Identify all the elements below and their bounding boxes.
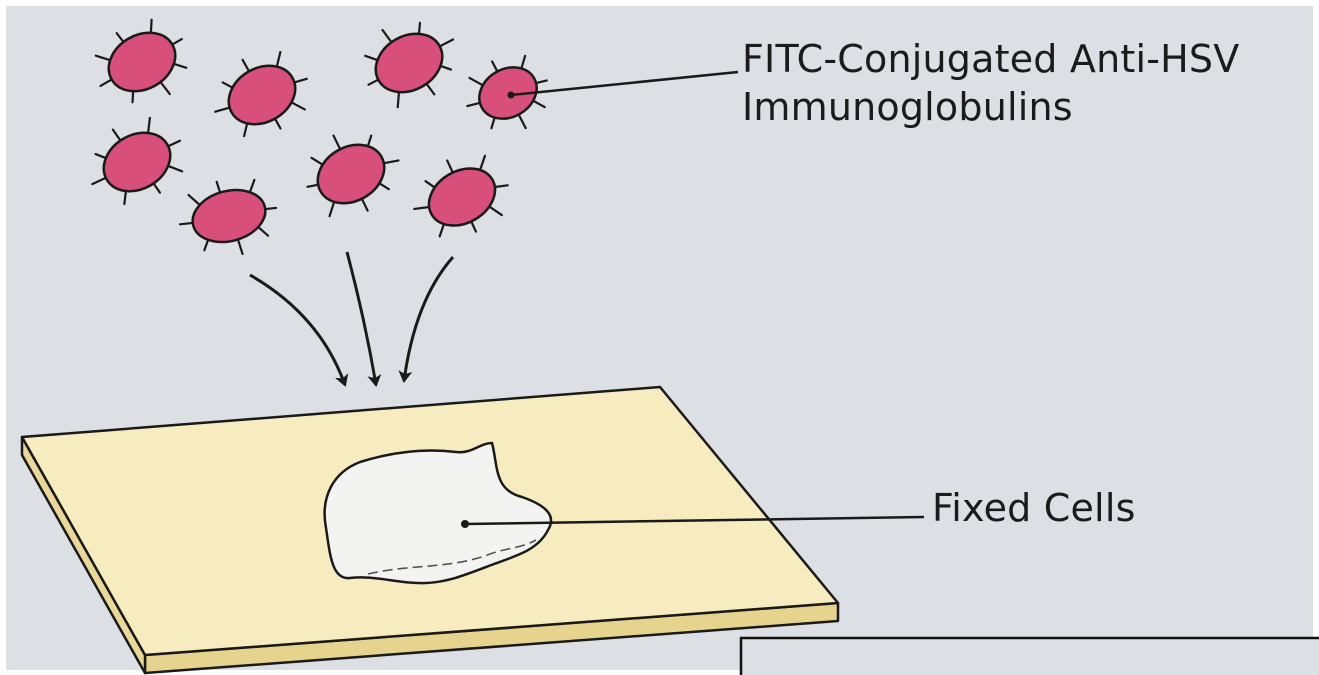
immunoglobulin-leader-dot <box>508 92 515 99</box>
fixed-cells-label: Fixed Cells <box>932 489 1136 527</box>
fixed-cells-leader-dot <box>461 520 469 528</box>
left-border <box>0 0 6 675</box>
overlay-box <box>741 638 1319 675</box>
immunoglobulins-label-line1: FITC-Conjugated Anti-HSV <box>742 40 1239 78</box>
immunoglobulins-label-line2: Immunoglobulins <box>742 88 1073 126</box>
